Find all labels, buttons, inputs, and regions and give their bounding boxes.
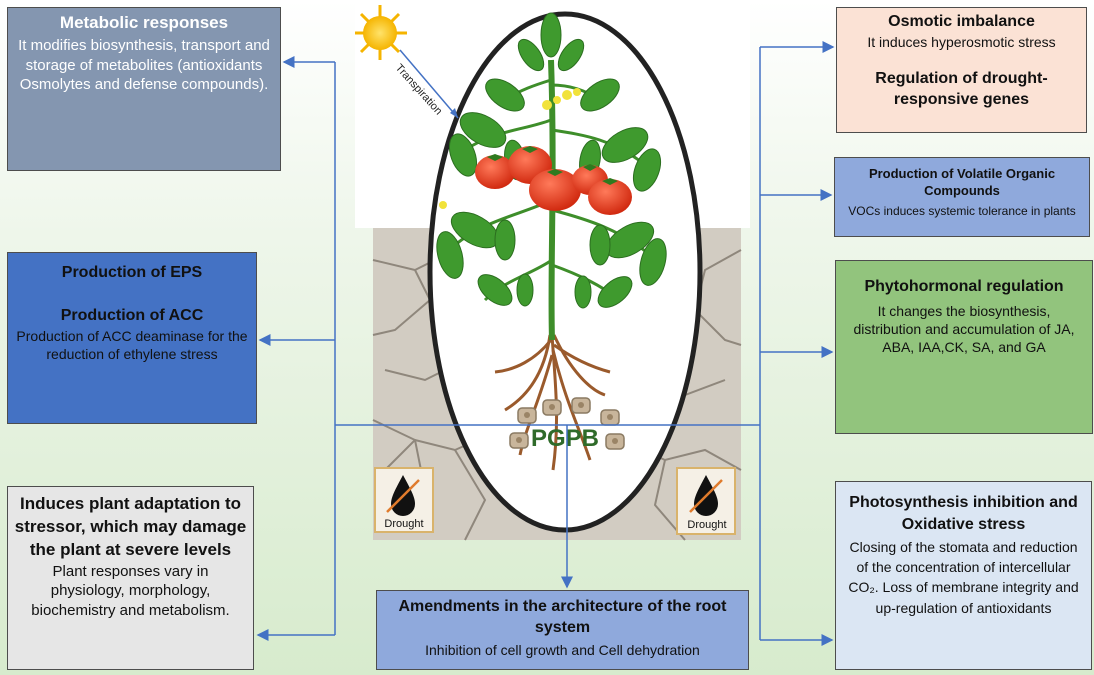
photosynthesis-inhibition-body: Closing of the stomata and reduction of … [842,537,1085,618]
metabolic-responses-box: Metabolic responses It modifies biosynth… [7,7,281,171]
plant-adaptation-body: Plant responses vary in physiology, morp… [14,562,247,621]
root-architecture-box: Amendments in the architecture of the ro… [376,590,749,670]
eps-acc-box: Production of EPS Production of ACC Prod… [7,252,257,424]
voc-production-title: Production of Volatile Organic Compounds [841,166,1083,200]
plant-adaptation-title: Induces plant adaptation to stressor, wh… [14,493,247,562]
osmotic-imbalance-body: It induces hyperosmotic stress [843,33,1080,51]
drought-genes-title: Regulation of drought-responsive genes [843,69,1080,111]
acc-title: Production of ACC [14,306,250,327]
voc-production-body: VOCs induces systemic tolerance in plant… [841,204,1083,220]
eps-title: Production of EPS [14,263,250,284]
osmotic-imbalance-title: Osmotic imbalance [843,12,1080,33]
phytohormonal-regulation-title: Phytohormonal regulation [842,277,1086,298]
root-architecture-title: Amendments in the architecture of the ro… [383,597,742,639]
photosynthesis-inhibition-title: Photosynthesis inhibition and Oxidative … [842,492,1085,537]
acc-body: Production of ACC deaminase for the redu… [14,327,250,363]
plant-adaptation-box: Induces plant adaptation to stressor, wh… [7,486,254,670]
voc-production-box: Production of Volatile Organic Compounds… [834,157,1090,237]
metabolic-responses-body: It modifies biosynthesis, transport and … [14,36,274,95]
phytohormonal-regulation-body: It changes the biosynthesis, distributio… [842,302,1086,357]
root-architecture-body: Inhibition of cell growth and Cell dehyd… [383,641,742,659]
osmotic-imbalance-box: Osmotic imbalance It induces hyperosmoti… [836,7,1087,133]
phytohormonal-regulation-box: Phytohormonal regulation It changes the … [835,260,1093,434]
photosynthesis-inhibition-box: Photosynthesis inhibition and Oxidative … [835,481,1092,670]
metabolic-responses-title: Metabolic responses [14,12,274,34]
